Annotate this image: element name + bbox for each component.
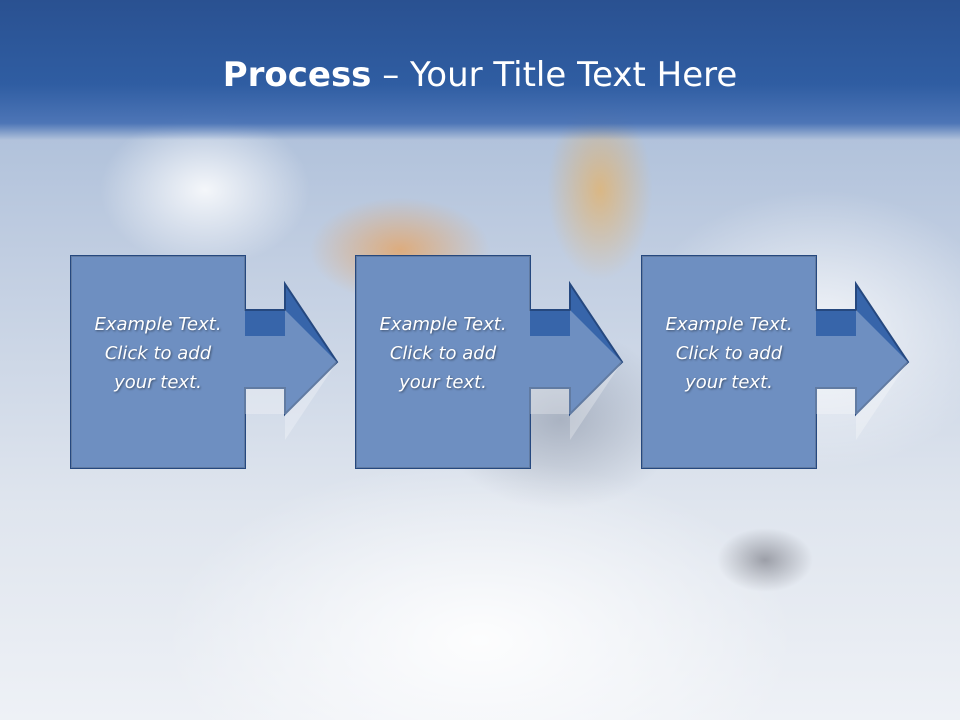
arrow-box-shape [641, 255, 910, 469]
arrow-box-shape [70, 255, 339, 469]
title-rest: – Your Title Text Here [371, 55, 738, 95]
arrow-box-reflection [356, 256, 622, 468]
arrow-box-shape [355, 255, 624, 469]
step-line-1: Example Text. [94, 314, 222, 335]
process-step-2[interactable]: Example Text. Click to add your text. [355, 255, 626, 469]
step-line-2: Click to add [389, 343, 497, 364]
step-line-2: Click to add [104, 343, 212, 364]
step-line-2: Click to add [675, 343, 783, 364]
step-text[interactable]: Example Text. Click to add your text. [644, 310, 814, 397]
step-text[interactable]: Example Text. Click to add your text. [358, 310, 528, 397]
process-step-3[interactable]: Example Text. Click to add your text. [641, 255, 912, 469]
step-line-3: your text. [685, 372, 773, 393]
process-step-1[interactable]: Example Text. Click to add your text. [70, 255, 341, 469]
arrow-box-reflection [71, 256, 337, 468]
title-bar [0, 0, 960, 140]
step-line-3: your text. [399, 372, 487, 393]
slide-title[interactable]: Process – Your Title Text Here [0, 52, 960, 98]
title-bold: Process [222, 55, 372, 95]
step-line-1: Example Text. [379, 314, 507, 335]
step-text[interactable]: Example Text. Click to add your text. [73, 310, 243, 397]
step-line-1: Example Text. [665, 314, 793, 335]
step-line-3: your text. [114, 372, 202, 393]
arrow-box-reflection [642, 256, 908, 468]
